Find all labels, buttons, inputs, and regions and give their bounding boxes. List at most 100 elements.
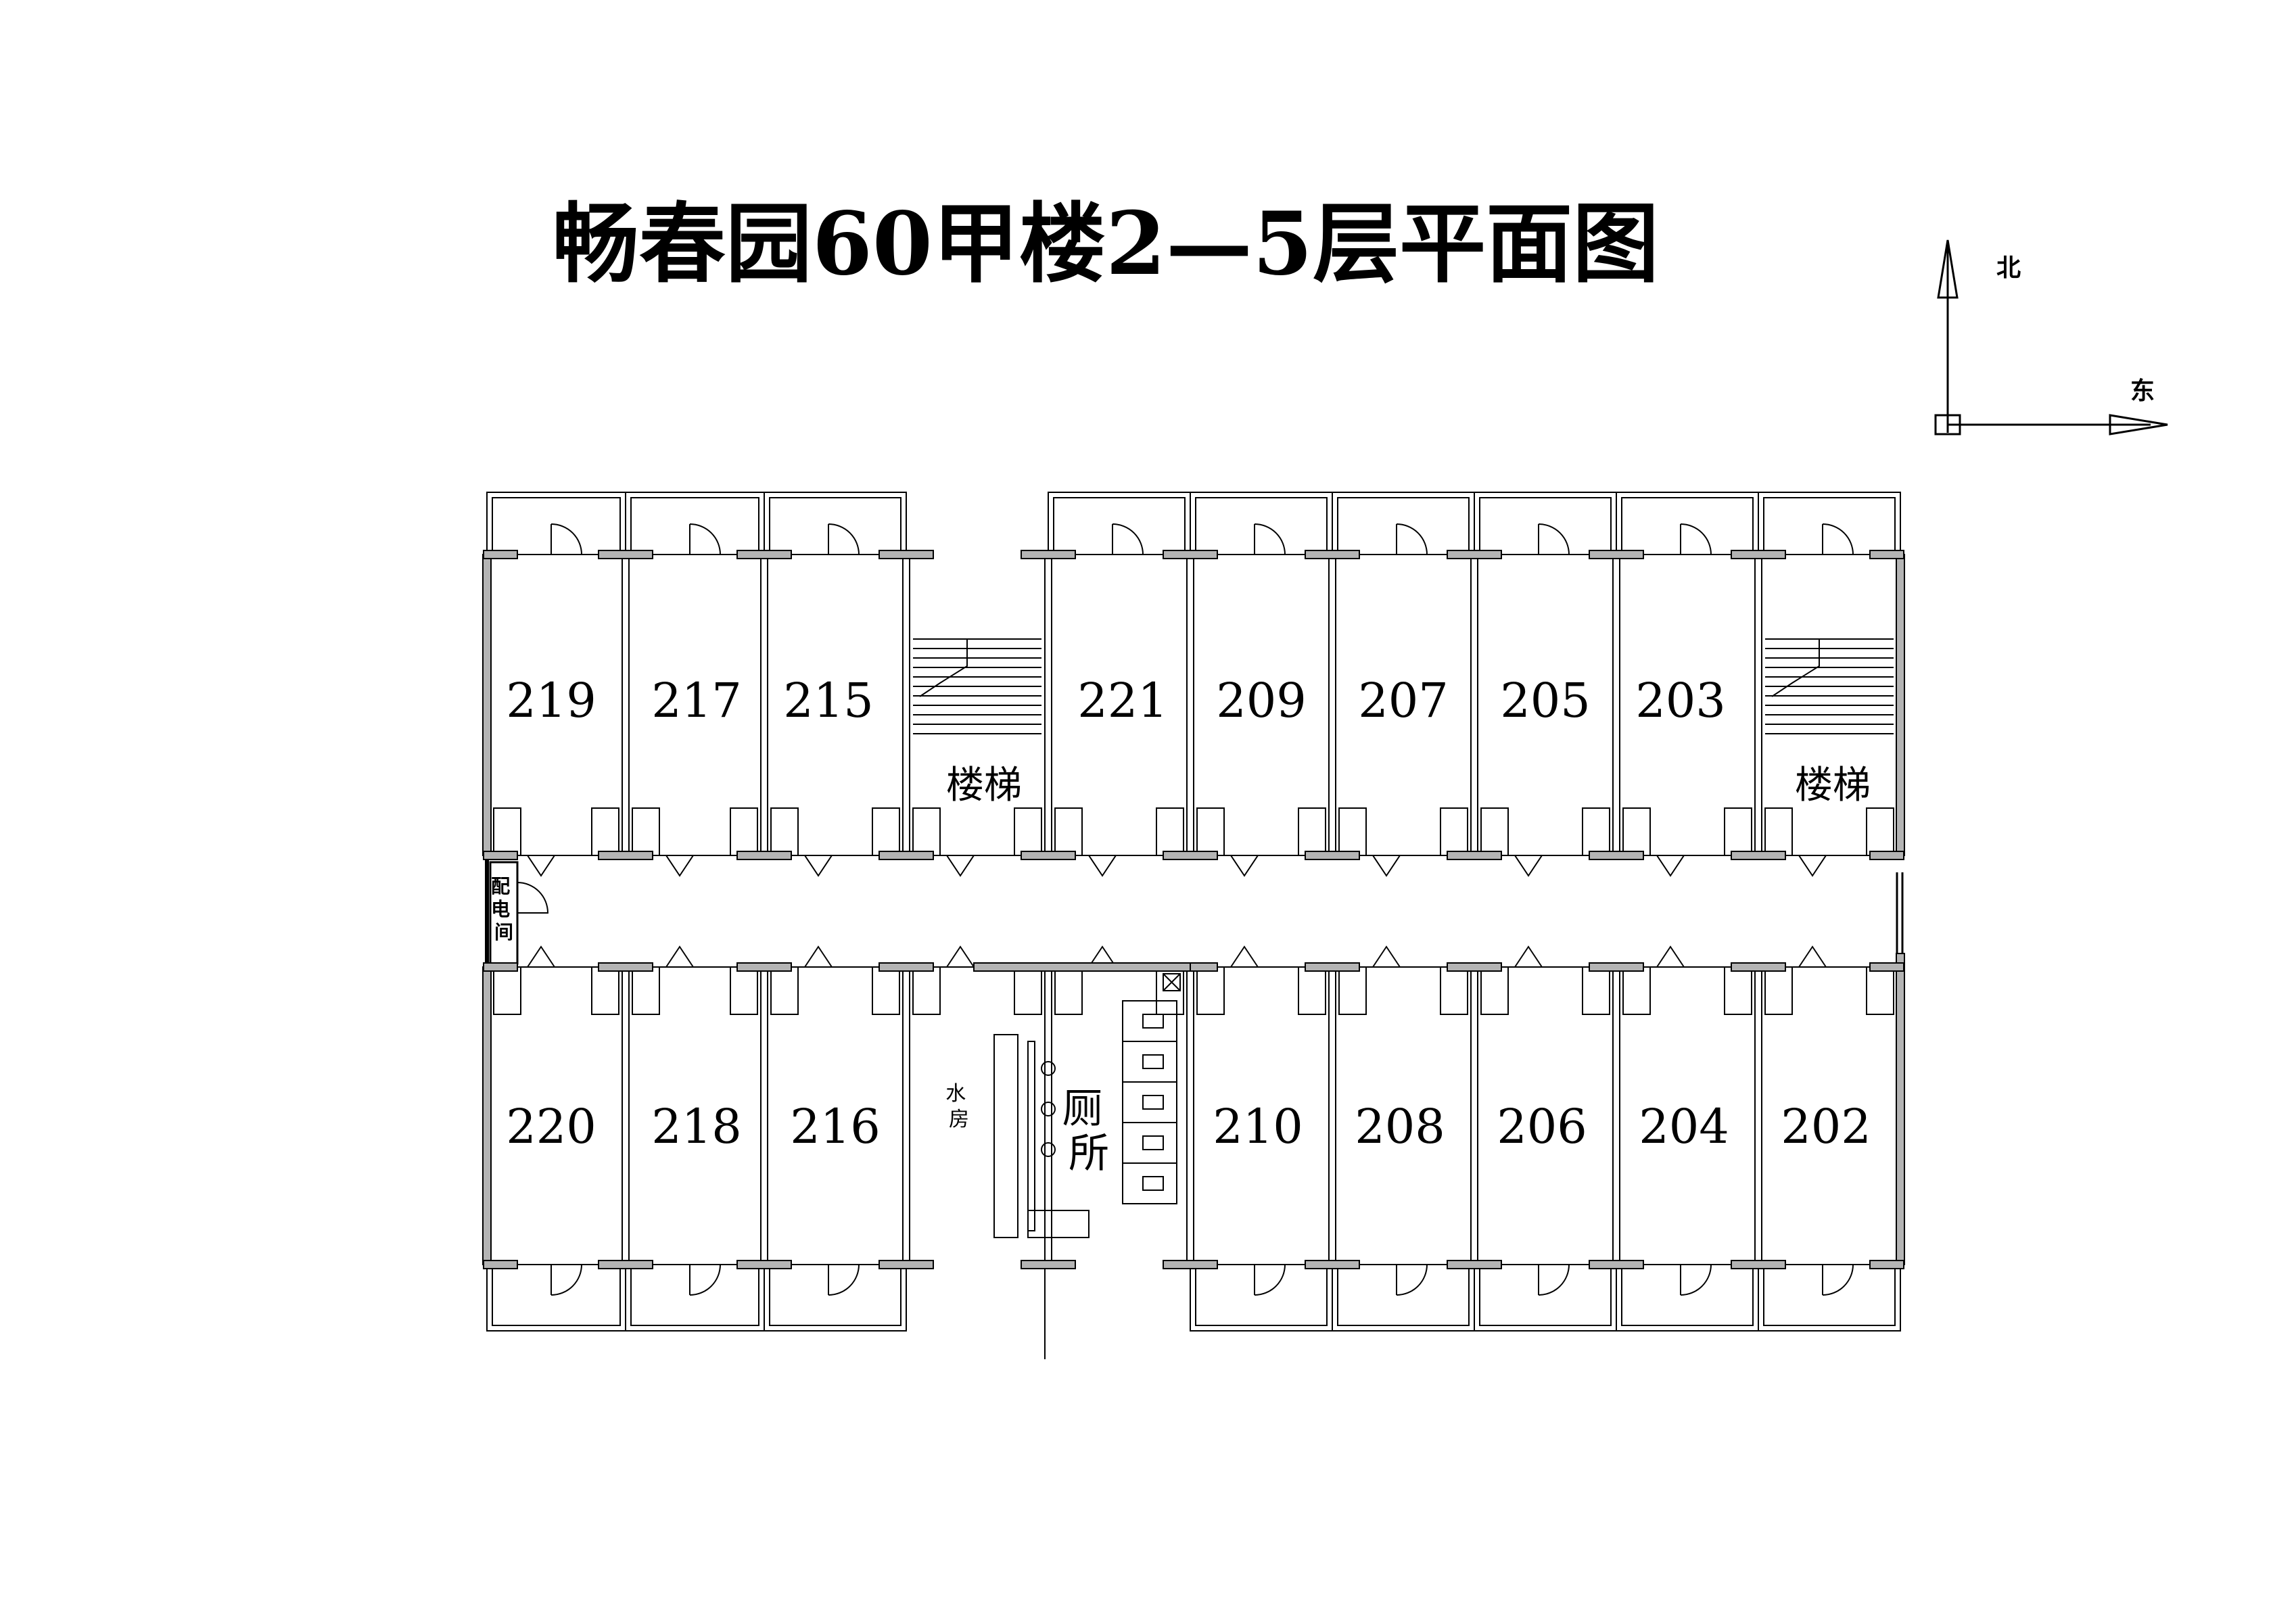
electric-room-label: 配 电 间 — [491, 875, 517, 943]
south-partition-cap-bottom — [1447, 1260, 1502, 1269]
north-balcony-inner — [1763, 497, 1896, 555]
toilet-stall — [1122, 1000, 1177, 1042]
room-number-north: 219 — [506, 673, 596, 728]
north-balcony-inner — [769, 497, 901, 555]
electric-room-char-3: 间 — [494, 921, 513, 943]
south-partition-cap-bottom — [1731, 1260, 1786, 1269]
electric-room — [489, 861, 519, 965]
closet — [1054, 966, 1083, 1015]
north-partition-cap-top — [1589, 550, 1644, 559]
south-partition-cap-bottom — [878, 1260, 934, 1269]
closet — [1622, 966, 1651, 1015]
west-wall-north — [482, 554, 492, 856]
closet — [1338, 807, 1367, 856]
south-partition-cap-top — [1589, 962, 1644, 972]
north-partition-cap-top — [736, 550, 792, 559]
toilet-bowl-icon — [1142, 1135, 1164, 1150]
toilet-stall — [1122, 1041, 1177, 1083]
south-balcony-inner — [492, 1264, 621, 1326]
south-partition-cap-bottom — [1305, 1260, 1360, 1269]
balcony-door-north — [550, 523, 582, 555]
balcony-door-north — [1254, 523, 1286, 555]
south-partition-cap-top — [878, 962, 934, 972]
north-partition-cap-top — [598, 550, 653, 559]
room-number-north: 209 — [1216, 673, 1307, 728]
closet — [1866, 966, 1894, 1015]
north-partition — [902, 554, 910, 856]
door-swing — [1088, 855, 1117, 877]
room-number-south: 210 — [1213, 1099, 1303, 1154]
corner-cap — [483, 1260, 518, 1269]
north-partition-cap-top — [1447, 550, 1502, 559]
north-balcony — [486, 492, 626, 555]
south-balcony-inner — [1621, 1264, 1754, 1326]
closet — [872, 966, 900, 1015]
closet — [1582, 807, 1610, 856]
south-partition — [1754, 966, 1762, 1265]
south-balcony — [1190, 1264, 1333, 1332]
room-number-south: 204 — [1639, 1099, 1729, 1154]
door-swing — [527, 855, 555, 877]
plan-title: 畅春园60甲楼2—5层平面图 — [553, 193, 1659, 295]
north-balcony-inner — [492, 497, 621, 555]
closet — [1054, 807, 1083, 856]
closet — [1622, 807, 1651, 856]
door-swing — [1514, 945, 1543, 968]
toilet-corridor-wall — [973, 962, 1191, 972]
door-swing — [665, 945, 694, 968]
closet — [1156, 807, 1184, 856]
north-balcony — [1758, 492, 1901, 555]
south-partition-cap-bottom — [1163, 1260, 1218, 1269]
north-balcony-inner — [630, 497, 759, 555]
south-partition-cap-bottom — [1021, 1260, 1076, 1269]
north-partition-cap-bottom — [1589, 851, 1644, 860]
electric-room-char-1: 配 — [491, 875, 510, 897]
closet — [730, 807, 758, 856]
closet — [770, 966, 799, 1015]
closet — [1724, 966, 1752, 1015]
door-swing — [1656, 945, 1685, 968]
balcony-door-south — [1396, 1264, 1428, 1296]
room-number-north: 203 — [1635, 673, 1726, 728]
toilet-stall — [1122, 1122, 1177, 1164]
balcony-door-north — [1680, 523, 1712, 555]
corner-cap — [483, 550, 518, 559]
south-balcony-inner — [1763, 1264, 1896, 1326]
north-arrow-icon — [1937, 239, 1959, 299]
water-room-pipe — [1027, 1041, 1035, 1231]
vent-icon — [1163, 973, 1181, 991]
west-wall-south — [482, 966, 492, 1265]
balcony-door-south — [828, 1264, 860, 1296]
east-wall-south — [1896, 953, 1905, 1265]
compass-origin — [1934, 414, 1961, 435]
south-partition — [1612, 966, 1620, 1265]
south-partition-cap-bottom — [598, 1260, 653, 1269]
south-partition — [1328, 966, 1336, 1265]
closet — [1440, 807, 1468, 856]
room-number-south: 202 — [1781, 1099, 1871, 1154]
compass-north-label: 北 — [1996, 254, 2021, 282]
stair-west-steps-arrow — [919, 639, 968, 697]
closet — [1196, 807, 1225, 856]
north-balcony — [1048, 492, 1191, 555]
toilet-bowl-icon — [1142, 1095, 1164, 1110]
north-partition-cap-top — [1731, 550, 1786, 559]
south-partition — [760, 966, 768, 1265]
door-swing — [1514, 855, 1543, 877]
room-number-south: 220 — [506, 1099, 596, 1154]
toilet-stall — [1122, 1081, 1177, 1123]
closet — [493, 966, 521, 1015]
balcony-door-north — [828, 523, 860, 555]
door-swing — [665, 855, 694, 877]
south-partition-cap-bottom — [1589, 1260, 1644, 1269]
cross-walls — [485, 554, 1904, 1265]
north-partition-cap-bottom — [736, 851, 792, 860]
north-balcony — [625, 492, 765, 555]
south-balcony-inner — [1195, 1264, 1328, 1326]
north-partition-cap-bottom — [1447, 851, 1502, 860]
room-number-south: 208 — [1355, 1099, 1445, 1154]
closet — [1014, 807, 1042, 856]
compass — [1934, 239, 2168, 435]
door-swing — [1798, 945, 1827, 968]
